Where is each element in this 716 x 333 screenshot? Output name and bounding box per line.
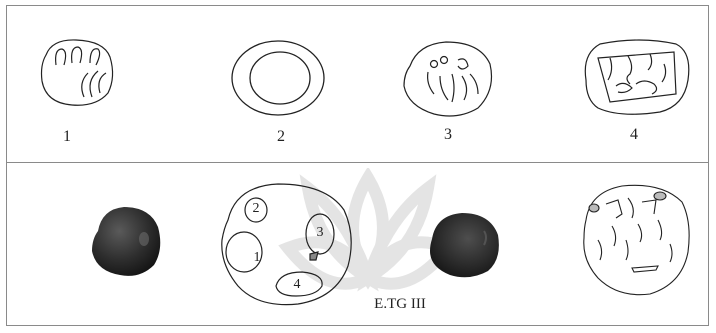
sketch-3 — [400, 38, 495, 120]
region-3-outline — [305, 213, 335, 255]
annotated-sketch — [218, 180, 358, 310]
sketch-5 — [578, 180, 693, 300]
region-number-2: 2 — [252, 201, 260, 216]
row-divider — [6, 162, 709, 163]
label-2: 2 — [277, 128, 285, 145]
region-number-4: 4 — [293, 277, 301, 292]
region-number-1: 1 — [253, 250, 261, 265]
watermark-ornament — [268, 166, 468, 333]
stone-photo-2 — [424, 205, 504, 280]
label-3: 3 — [444, 126, 452, 143]
label-1: 1 — [63, 128, 71, 145]
region-4-outline — [275, 271, 323, 297]
sketch-4 — [580, 34, 695, 119]
sketch-2 — [228, 38, 328, 118]
stone-photo-1 — [86, 201, 166, 281]
region-2-outline — [244, 197, 268, 223]
region-number-3: 3 — [316, 225, 324, 240]
label-4: 4 — [630, 126, 638, 143]
region-1-outline — [225, 231, 263, 273]
sketch-1 — [38, 35, 118, 110]
caption-etg: E.TG III — [374, 296, 426, 312]
